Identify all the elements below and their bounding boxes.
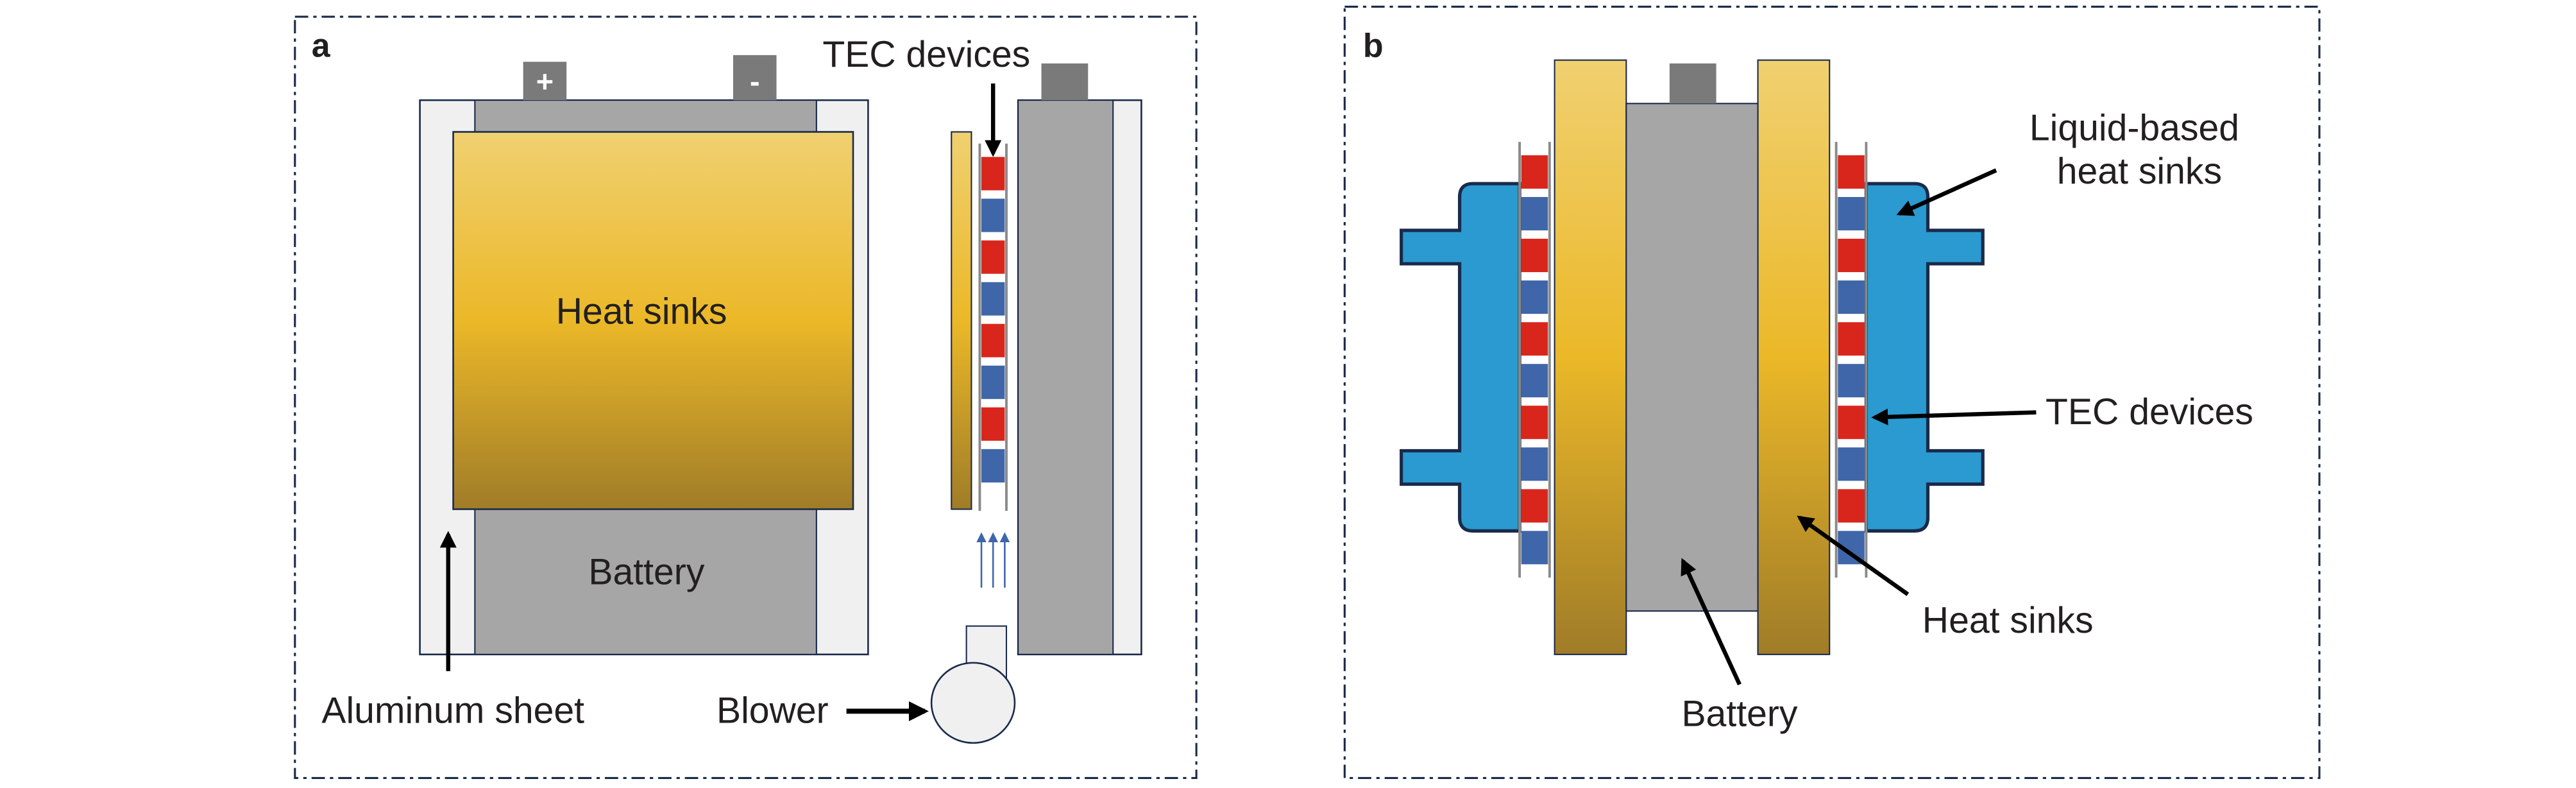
panel-b-frame (1343, 5, 2321, 779)
side-view (930, 63, 1142, 744)
aluminum-sheet-label: Aluminum sheet (321, 690, 584, 731)
panel-a: a + - Heat sinks Battery (294, 15, 1198, 779)
battery-body-b (1625, 103, 1759, 612)
panel-b: b Liquid-based heat sinks TEC devices He… (1343, 5, 2321, 779)
tec-cold-block (1521, 364, 1548, 398)
front-view: + - Heat sinks Battery (419, 55, 869, 656)
tec-hot-block (1838, 322, 1865, 356)
tec-cold-block (1838, 280, 1865, 314)
tec-stack-left (1518, 142, 1551, 578)
liquid-heat-sinks-label-line1: Liquid-based (2029, 108, 2239, 149)
blower-icon (930, 662, 1016, 744)
heat-sinks-label-b: Heat sinks (1922, 600, 2094, 641)
liquid-heat-sinks-arrow (1896, 168, 1997, 216)
tec-cold-block (981, 198, 1005, 232)
liquid-heat-sinks-label-line2: heat sinks (2057, 151, 2222, 192)
tec-cold-block (1838, 364, 1865, 398)
side-tec-stack (978, 143, 1008, 511)
tec-cold-block (1521, 447, 1548, 481)
tec-hot-block (1521, 322, 1548, 356)
battery-arrow-b (1681, 558, 1741, 686)
heat-sinks-arrow-b (1797, 515, 1910, 596)
side-terminal (1041, 63, 1089, 101)
panel-a-letter: a (312, 27, 331, 64)
tec-devices-arrow-b (1871, 408, 2037, 425)
tec-cold-block (1521, 280, 1548, 314)
tec-cold-block (981, 365, 1005, 399)
tec-hot-block (1838, 239, 1865, 273)
tec-hot-block (1838, 155, 1865, 189)
tec-cold-block (1521, 197, 1548, 231)
airflow-arrows (976, 532, 1010, 588)
tec-cold-block (1838, 447, 1865, 481)
tec-cold-block (1521, 531, 1548, 565)
side-battery (1017, 99, 1114, 655)
negative-terminal (733, 55, 777, 101)
negative-terminal-symbol: - (750, 65, 760, 98)
tec-stack-right (1835, 142, 1868, 578)
tec-hot-block (981, 240, 1005, 274)
tec-hot-block (981, 323, 1005, 357)
liquid-heat-sinks-label: Liquid-based heat sinks (2029, 108, 2250, 193)
battery-label: Battery (588, 552, 704, 593)
battery-terminal-b (1669, 63, 1716, 104)
tec-hot-block (981, 157, 1005, 191)
battery-label-b: Battery (1681, 694, 1797, 735)
heat-sinks-label: Heat sinks (556, 291, 727, 332)
tec-hot-block (1521, 239, 1548, 273)
panel-b-letter: b (1363, 27, 1384, 64)
tec-cold-block (1838, 197, 1865, 231)
liquid-heat-sink-left (1400, 182, 1521, 533)
heat-sink-right (1757, 59, 1831, 655)
tec-cold-block (981, 449, 1005, 483)
tec-devices-label-b: TEC devices (2046, 391, 2253, 433)
liquid-heat-sink-right (1864, 182, 1985, 533)
tec-hot-block (1521, 489, 1548, 523)
tec-hot-block (1521, 406, 1548, 440)
positive-terminal (523, 62, 567, 101)
panel-a-frame (294, 15, 1198, 779)
tec-cold-block (981, 282, 1005, 316)
tec-hot-block (1838, 406, 1865, 440)
tec-hot-block (1838, 489, 1865, 523)
blower-label: Blower (716, 690, 829, 731)
tec-hot-block (981, 407, 1005, 441)
heat-sink-plate (452, 131, 854, 510)
heat-sink-left (1554, 59, 1627, 655)
positive-terminal-symbol: + (536, 65, 554, 98)
side-heat-sink (951, 131, 972, 510)
tec-devices-label-a: TEC devices (822, 34, 1030, 75)
tec-hot-block (1521, 155, 1548, 189)
